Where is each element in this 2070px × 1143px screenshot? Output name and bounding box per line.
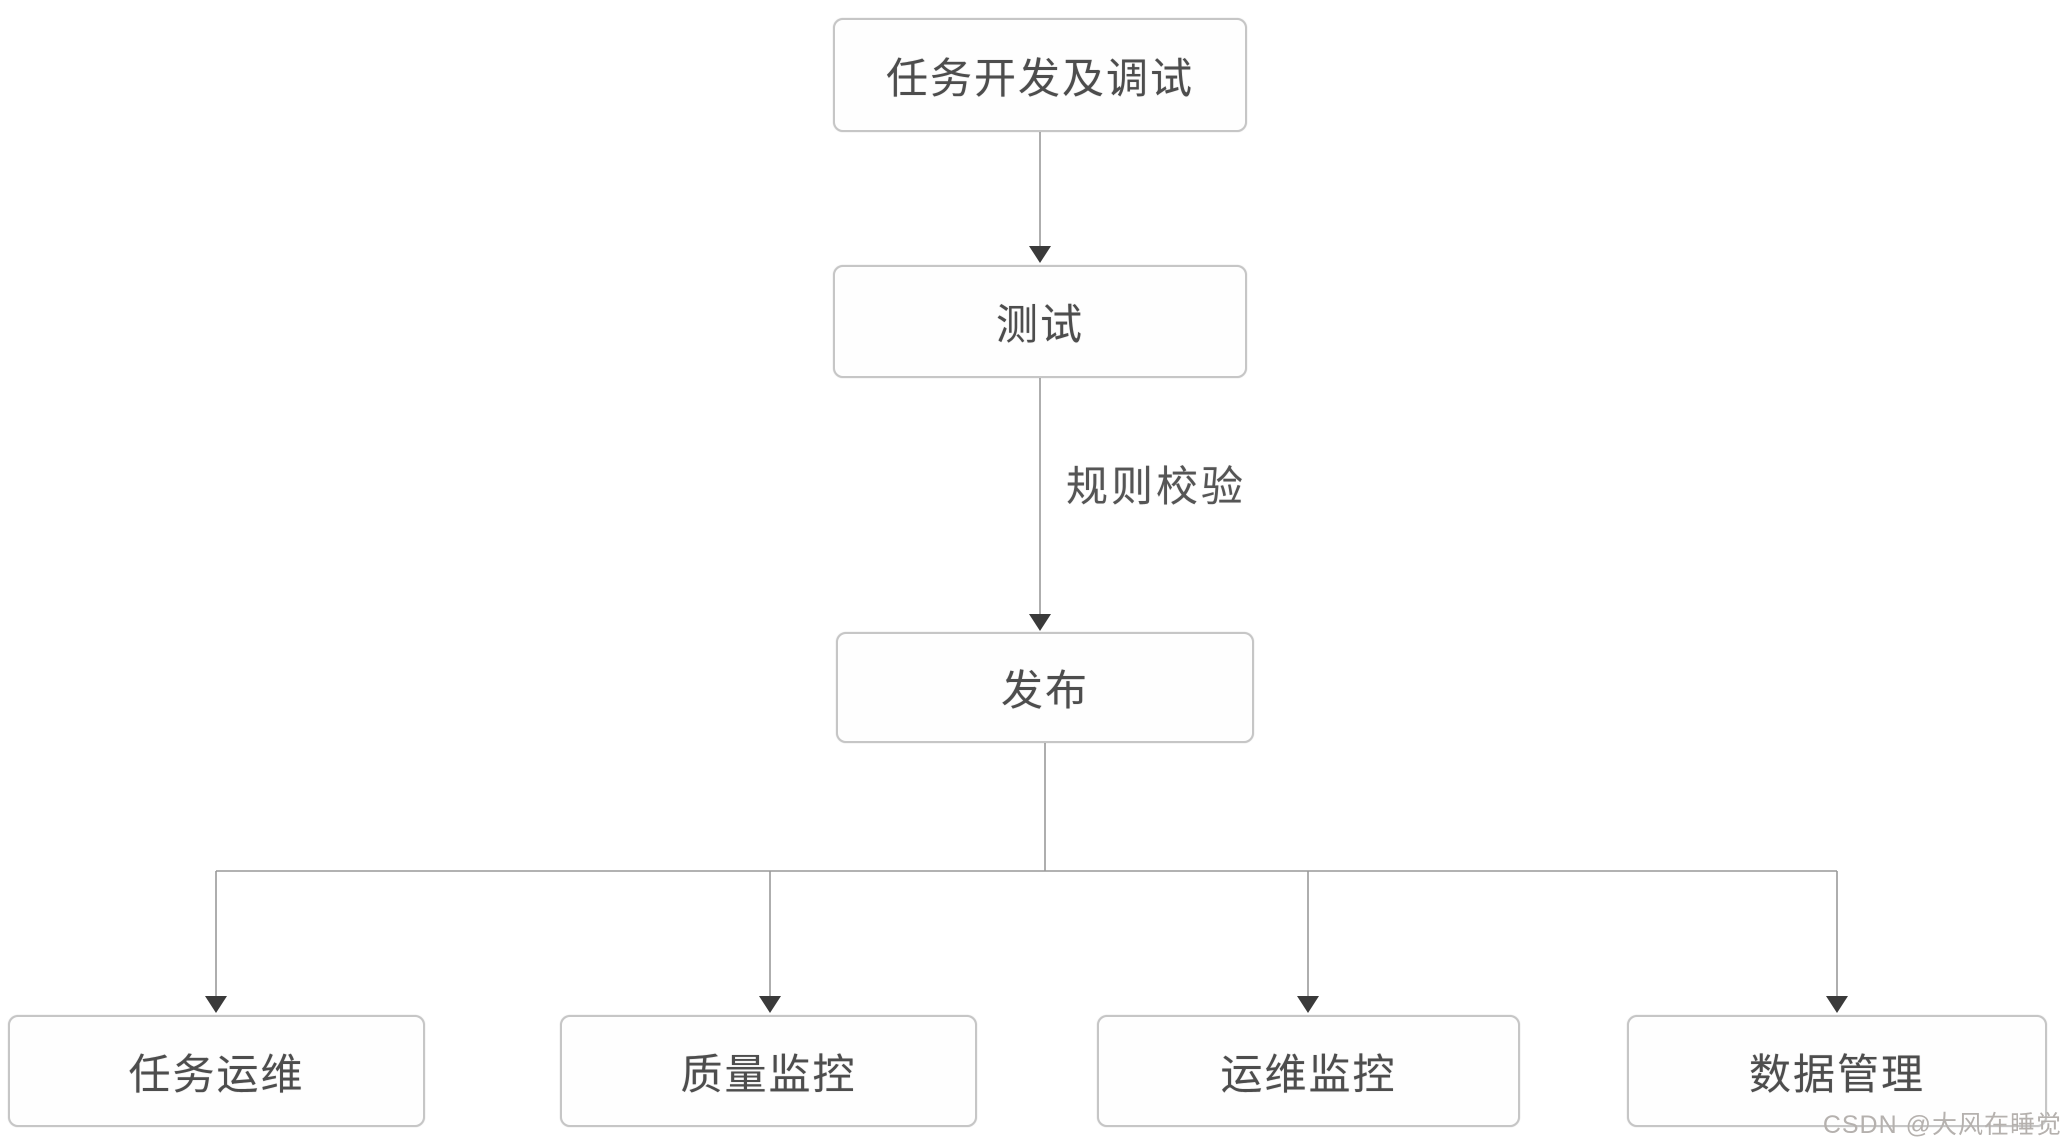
node-task-ops: 任务运维 bbox=[8, 1015, 425, 1127]
node-task-dev-debug: 任务开发及调试 bbox=[833, 18, 1247, 132]
node-data-mgmt-label: 数据管理 bbox=[1748, 1050, 1925, 1098]
node-task-ops-label: 任务运维 bbox=[128, 1050, 305, 1098]
node-test-label: 测试 bbox=[995, 301, 1084, 348]
node-test: 测试 bbox=[833, 265, 1247, 378]
watermark-text: CSDN @大风在睡觉 bbox=[1822, 1111, 2062, 1139]
node-data-mgmt: 数据管理 bbox=[1627, 1015, 2047, 1127]
node-ops-monitor: 运维监控 bbox=[1097, 1015, 1520, 1127]
edge-label-rule-validation: 规则校验 bbox=[1066, 463, 1247, 510]
node-publish-label: 发布 bbox=[1000, 667, 1089, 714]
edge-test-publish-arrowhead-icon bbox=[1029, 614, 1051, 631]
node-quality-monitor-label: 质量监控 bbox=[680, 1050, 857, 1098]
node-ops-monitor-label: 运维监控 bbox=[1220, 1050, 1397, 1098]
node-publish: 发布 bbox=[836, 632, 1254, 743]
node-quality-monitor: 质量监控 bbox=[560, 1015, 977, 1127]
edge-publish-taskops-arrowhead-icon bbox=[205, 996, 227, 1013]
edge-publish-quality-arrowhead-icon bbox=[759, 996, 781, 1013]
edge-publish-datamgmt-arrowhead-icon bbox=[1826, 996, 1848, 1013]
node-task-dev-debug-label: 任务开发及调试 bbox=[885, 54, 1194, 102]
edge-taskdev-test-arrowhead-icon bbox=[1029, 246, 1051, 263]
edge-publish-opsmonitor-arrowhead-icon bbox=[1297, 996, 1319, 1013]
